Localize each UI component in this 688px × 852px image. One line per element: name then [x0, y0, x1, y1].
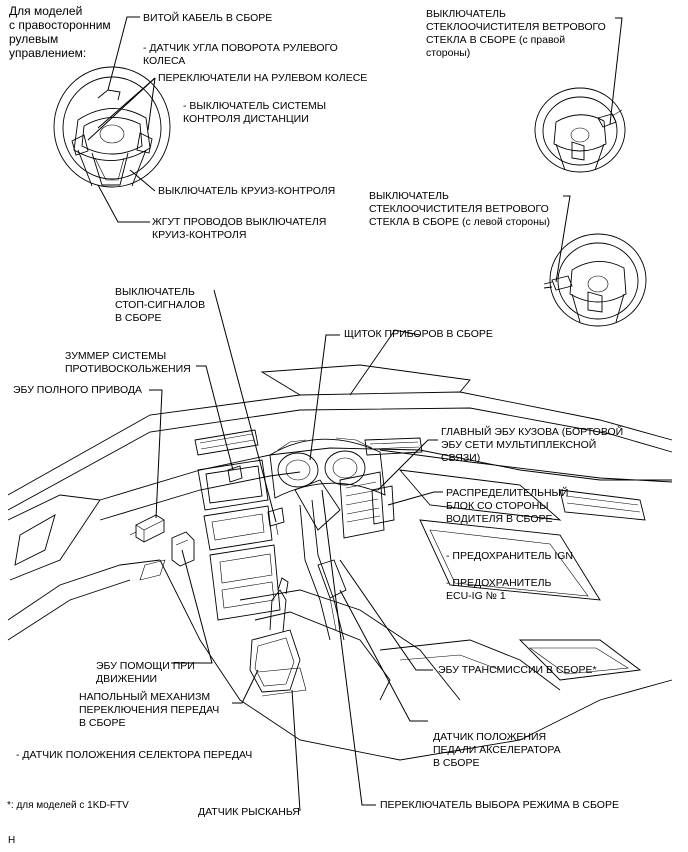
- dashboard-drawing: [7, 329, 673, 761]
- label-clearance-buzzer: ЗУММЕР СИСТЕМЫ ПРОТИВОСКОЛЬЖЕНИЯ: [65, 350, 191, 375]
- label-driving-support-ecu: ЭБУ ПОМОЩИ ПРИ ДВИЖЕНИИ: [96, 660, 195, 685]
- label-cruise-switch: ВЫКЛЮЧАТЕЛЬ КРУИЗ-КОНТРОЛЯ: [158, 185, 336, 197]
- label-fuse-ecu-ig: - ПРЕДОХРАНИТЕЛЬ ECU-IG № 1: [446, 577, 552, 602]
- steering-wheel-wiper-rh-drawing: [534, 87, 626, 173]
- label-transmission-ecu: ЭБУ ТРАНСМИССИИ В СБОРЕ*: [438, 664, 597, 676]
- label-awd-ecu: ЭБУ ПОЛНОГО ПРИВОДА: [13, 384, 143, 396]
- label-accel-pedal-sensor: ДАТЧИК ПОЛОЖЕНИЯ ПЕДАЛИ АКСЕЛЕРАТОРА В С…: [433, 731, 561, 769]
- label-main-body-ecu: ГЛАВНЫЙ ЭБУ КУЗОВА (БОРТОВОЙ ЭБУ СЕТИ МУ…: [441, 426, 624, 464]
- label-spiral-cable: ВИТОЙ КАБЕЛЬ В СБОРЕ: [143, 12, 273, 24]
- label-wiper-switch-lh: ВЫКЛЮЧАТЕЛЬ СТЕКЛООЧИСТИТЕЛЯ ВЕТРОВОГО С…: [369, 190, 550, 228]
- label-combination-meter: ЩИТОК ПРИБОРОВ В СБОРЕ: [344, 328, 493, 340]
- label-junction-block: РАСПРЕДЕЛИТЕЛЬНЫЙ БЛОК СО СТОРОНЫ ВОДИТЕ…: [446, 487, 569, 525]
- label-rhd-models: Для моделей с правосторонним рулевым упр…: [9, 4, 111, 60]
- label-shift-lever: НАПОЛЬНЫЙ МЕХАНИЗМ ПЕРЕКЛЮЧЕНИЯ ПЕРЕДАЧ …: [79, 691, 220, 729]
- label-distance-control-switch: - ВЫКЛЮЧАТЕЛЬ СИСТЕМЫ КОНТРОЛЯ ДИСТАНЦИИ: [183, 100, 327, 125]
- label-steering-pad-switches: ПЕРЕКЛЮЧАТЕЛИ НА РУЛЕВОМ КОЛЕСЕ: [158, 72, 368, 84]
- label-footnote: *: для моделей с 1KD-FTV: [7, 800, 129, 811]
- label-shift-position-sensor: - ДАТЧИК ПОЛОЖЕНИЯ СЕЛЕКТОРА ПЕРЕДАЧ: [16, 749, 253, 761]
- label-yaw-rate-sensor: ДАТЧИК РЫСКАНЬЯ: [198, 806, 300, 818]
- label-mode-select-switch: ПЕРЕКЛЮЧАТЕЛЬ ВЫБОРА РЕЖИМА В СБОРЕ: [380, 799, 619, 811]
- label-fuse-ign: - ПРЕДОХРАНИТЕЛЬ IGN: [446, 550, 573, 562]
- steering-wheel-rhd-drawing: [53, 66, 171, 188]
- label-stop-lamp-switch: ВЫКЛЮЧАТЕЛЬ СТОП-СИГНАЛОВ В СБОРЕ: [115, 286, 206, 324]
- steering-wheel-wiper-lh-drawing: [543, 233, 647, 327]
- label-cruise-harness: ЖГУТ ПРОВОДОВ ВЫКЛЮЧАТЕЛЯ КРУИЗ-КОНТРОЛЯ: [152, 216, 327, 241]
- corner-mark: H: [8, 835, 16, 846]
- leader-lines: [87, 16, 623, 812]
- label-wiper-switch-rh: ВЫКЛЮЧАТЕЛЬ СТЕКЛООЧИСТИТЕЛЯ ВЕТРОВОГО С…: [426, 8, 606, 59]
- parts-detail: [129, 465, 395, 697]
- label-steering-angle-sensor: - ДАТЧИК УГЛА ПОВОРОТА РУЛЕВОГО КОЛЕСА: [143, 42, 338, 67]
